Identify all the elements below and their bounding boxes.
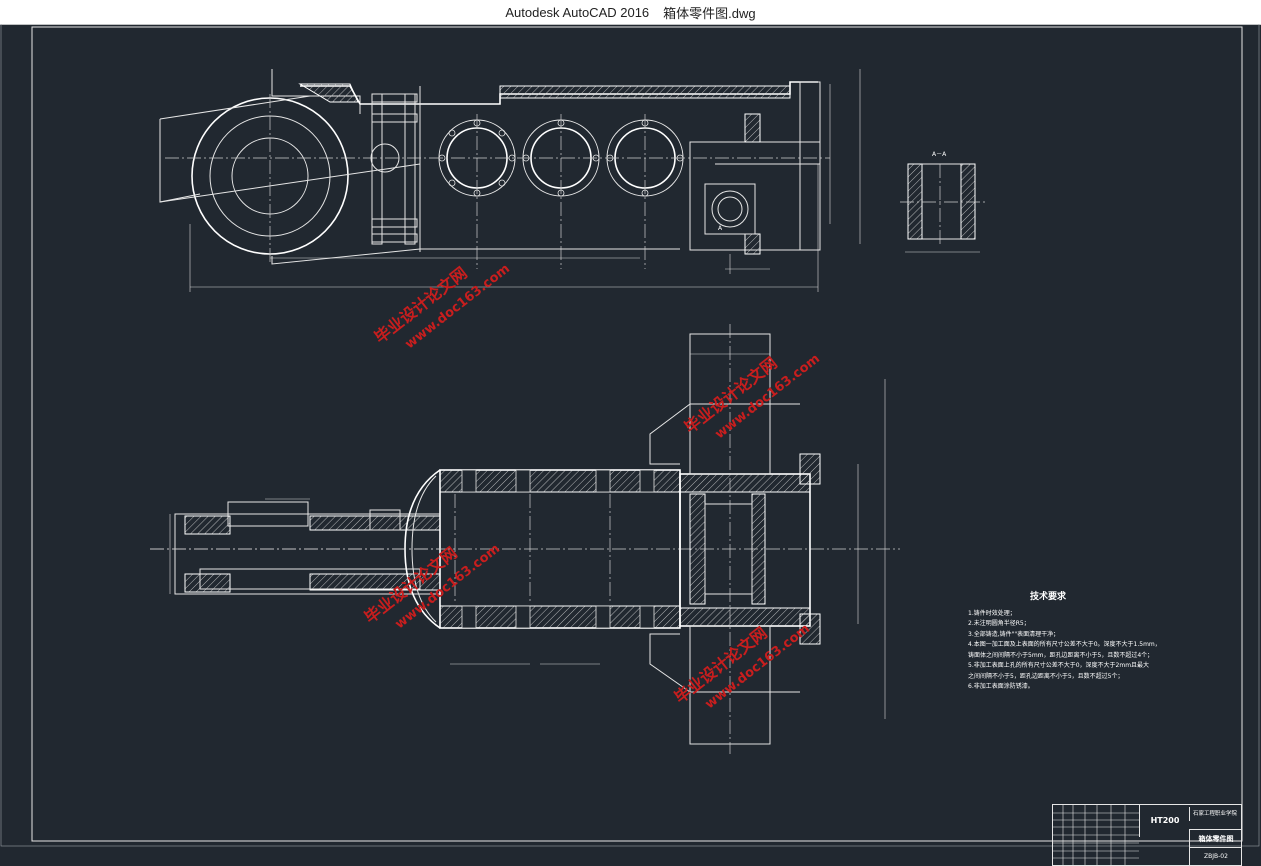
part-name-cell: 箱体零件图 — [1189, 829, 1242, 848]
note-line: 5.非加工表面上孔的所有尺寸公差不大于0，深度不大于2mm且最大 — [968, 662, 1150, 669]
inner-frame — [31, 26, 1243, 842]
drawing-canvas[interactable]: A A－A — [0, 24, 1261, 866]
drawing-code-cell: ZBJB-02 — [1189, 847, 1242, 866]
note-line: 铸面体之间间隔不小于5mm，距孔边距离不小于5，且数不超过4个； — [968, 651, 1154, 659]
app-title: Autodesk AutoCAD 2016 — [505, 4, 650, 20]
note-line: 6.非加工表面涂防锈漆。 — [968, 683, 1034, 690]
school-cell: 石家工程职业学院 — [1189, 807, 1240, 821]
note-line: 3.全部铸造,铸件""表面清理干净； — [968, 630, 1060, 638]
title-bar: Autodesk AutoCAD 2016 箱体零件图.dwg — [0, 0, 1261, 25]
section-marker: A — [718, 225, 723, 232]
notes-heading: 技术要求 — [1029, 592, 1066, 602]
title-block-grid — [1053, 805, 1139, 865]
note-line: 1.铸件时效处理； — [968, 609, 1016, 617]
title-block: HT200 石家工程职业学院 箱体零件图 ZBJB-02 — [1052, 804, 1242, 866]
section-view-aa: A－A — [900, 151, 985, 253]
material-cell: HT200 — [1139, 805, 1190, 837]
section-label: A－A — [932, 151, 947, 158]
front-view: A — [159, 69, 861, 292]
plan-view — [150, 324, 900, 754]
document-title: 箱体零件图.dwg — [663, 5, 756, 21]
outer-frame — [0, 24, 1260, 847]
note-line: 4.本图一加工面及上表面的所有尺寸公差不大于0。深度不大于1.5mm， — [968, 641, 1161, 648]
note-line: 2.未注明圆角半径R5； — [968, 620, 1030, 627]
cad-drawing[interactable]: A A－A — [0, 24, 1261, 848]
technical-requirements: 技术要求 1.铸件时效处理； 2.未注明圆角半径R5； 3.全部铸造,铸件""表… — [968, 592, 1168, 693]
note-line: 之间间隔不小于5，距孔边距离不小于5，且数不超过5个； — [968, 672, 1124, 680]
